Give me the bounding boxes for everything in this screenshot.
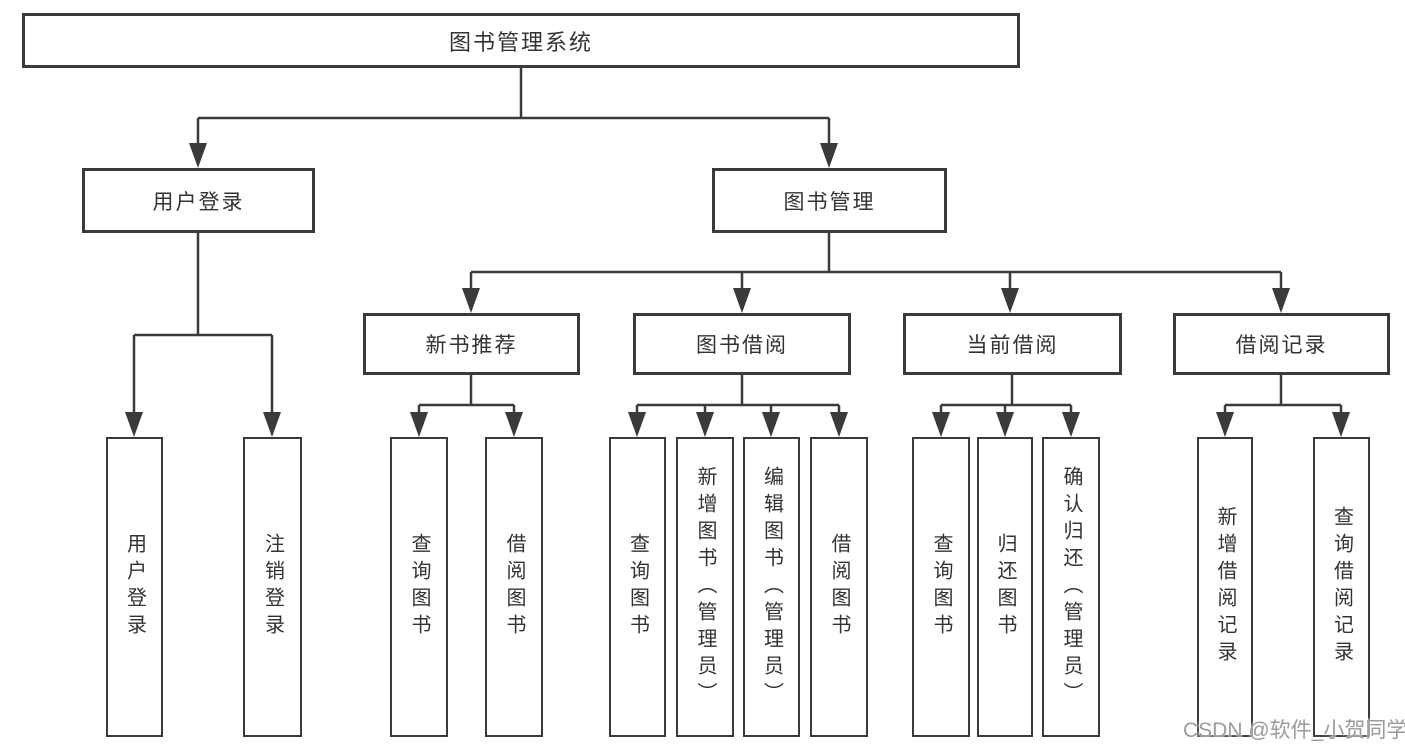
node-book-borrow-label: 图书借阅	[696, 334, 788, 357]
node-new-book-recommend-label: 新书推荐	[425, 334, 518, 357]
leaf-add-borrow-record: 新增借阅记录	[1197, 437, 1253, 737]
node-current-borrow: 当前借阅	[903, 313, 1122, 375]
leaf-current-query: 查询图书	[912, 437, 970, 737]
leaf-confirm-return-admin: 确认归还（管理员）	[1042, 437, 1100, 737]
leaf-newbook-borrow: 借阅图书	[485, 437, 543, 737]
leaf-query-borrow-record: 查询借阅记录	[1313, 437, 1370, 737]
leaf-current-query-label: 查询图书	[930, 533, 952, 641]
leaf-borrow-query-label: 查询图书	[626, 533, 649, 641]
leaf-logout: 注销登录	[243, 437, 302, 737]
leaf-borrow-edit-admin-label: 编辑图书（管理员）	[760, 465, 783, 709]
leaf-confirm-return-admin-label: 确认归还（管理员）	[1060, 465, 1082, 709]
leaf-newbook-query: 查询图书	[390, 437, 448, 737]
node-book-management-label: 图书管理	[783, 190, 876, 214]
node-user-login: 用户登录	[82, 168, 315, 233]
node-new-book-recommend: 新书推荐	[363, 313, 580, 375]
leaf-newbook-query-label: 查询图书	[408, 533, 430, 641]
node-borrow-records-label: 借阅记录	[1235, 334, 1328, 357]
leaf-borrow-add-admin: 新增图书（管理员）	[676, 437, 734, 737]
leaf-return-book: 归还图书	[977, 437, 1033, 737]
leaf-borrow-book: 借阅图书	[810, 437, 868, 737]
leaf-borrow-edit-admin: 编辑图书（管理员）	[743, 437, 800, 737]
leaf-return-book-label: 归还图书	[994, 533, 1016, 641]
node-borrow-records: 借阅记录	[1173, 313, 1390, 375]
node-book-borrow: 图书借阅	[633, 313, 851, 375]
leaf-newbook-borrow-label: 借阅图书	[503, 533, 525, 641]
leaf-borrow-add-admin-label: 新增图书（管理员）	[694, 465, 716, 709]
csdn-watermark: CSDN @软件_小贺同学	[1183, 719, 1405, 742]
node-root: 图书管理系统	[22, 13, 1020, 68]
leaf-user-login: 用户登录	[106, 437, 163, 737]
node-current-borrow-label: 当前借阅	[966, 334, 1059, 357]
leaf-logout-label: 注销登录	[261, 533, 284, 641]
leaf-borrow-query: 查询图书	[609, 437, 666, 737]
node-root-label: 图书管理系统	[448, 29, 593, 55]
leaf-borrow-book-label: 借阅图书	[828, 533, 850, 641]
leaf-add-borrow-record-label: 新增借阅记录	[1214, 506, 1236, 668]
leaf-user-login-label: 用户登录	[123, 533, 146, 641]
leaf-query-borrow-record-label: 查询借阅记录	[1330, 506, 1353, 668]
node-book-management: 图书管理	[712, 168, 947, 233]
arrowheads	[125, 143, 1350, 437]
node-user-login-label: 用户登录	[152, 190, 245, 214]
